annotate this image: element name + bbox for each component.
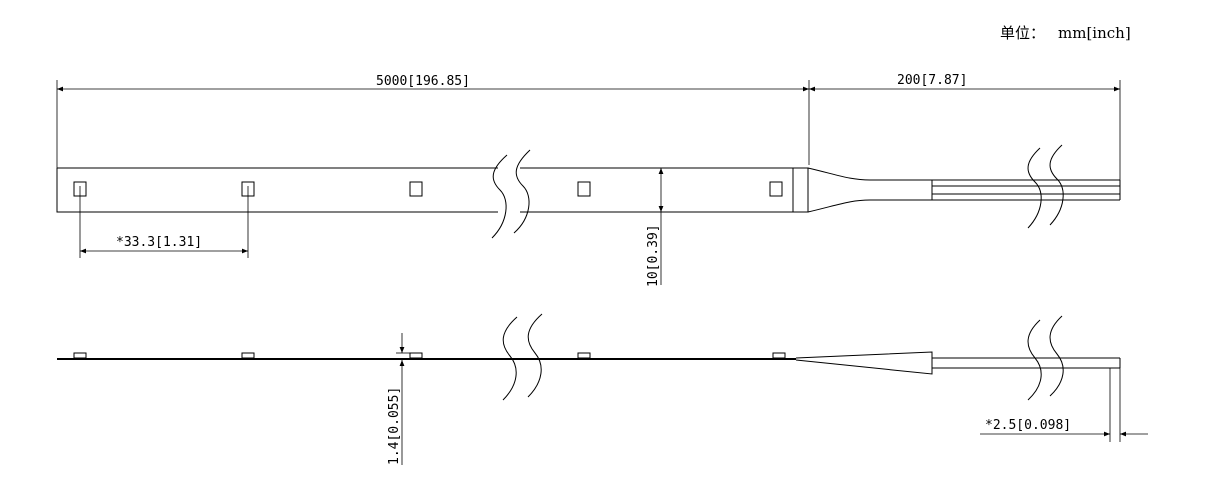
pitch-dimension: *33.3[1.31] <box>79 186 249 258</box>
led-pad <box>577 181 591 197</box>
unit-label-text: 单位： <box>1000 24 1045 42</box>
side-wires <box>932 357 1120 369</box>
side-break-mark-right <box>527 313 543 398</box>
led-side <box>772 352 786 359</box>
length-dim-text: 5000[196.85] <box>376 74 470 89</box>
side-break-mark-left <box>502 316 518 401</box>
wire-break-mark-right <box>1049 144 1064 226</box>
width-dim-text: 10[0.39] <box>646 224 661 287</box>
unit-label: 单位： mm[inch] <box>1000 24 1131 42</box>
break-mark-right <box>513 149 531 234</box>
pitch-dim-text: *33.3[1.31] <box>116 235 202 250</box>
strip-top-left <box>56 167 498 213</box>
wire-gap-dim-text: *2.5[0.098] <box>985 418 1071 433</box>
led-side <box>241 352 255 359</box>
strip-top-right <box>520 167 809 213</box>
side-cable-boot <box>795 351 933 375</box>
unit-label-value: mm[inch] <box>1058 24 1131 42</box>
length-dimension: 5000[196.85] <box>56 74 810 168</box>
side-wire-break-right <box>1049 315 1064 397</box>
wire-gap-dimension: *2.5[0.098] <box>980 368 1148 442</box>
wire-leads <box>932 179 1120 201</box>
wire-break-mark-left <box>1027 147 1042 229</box>
lead-dim-text: 200[7.87] <box>897 73 967 88</box>
led-side <box>73 352 87 359</box>
thickness-dim-text: 1.4[0.055] <box>387 387 402 465</box>
side-view <box>57 313 1121 401</box>
cable-boot <box>807 167 932 213</box>
width-dimension: 10[0.39] <box>646 168 664 287</box>
led-pad <box>769 181 783 197</box>
led-side <box>577 352 591 359</box>
led-side <box>409 352 423 359</box>
lead-length-dimension: 200[7.87] <box>809 73 1121 190</box>
break-mark-left <box>491 154 508 239</box>
top-view <box>56 144 1121 239</box>
side-wire-break-left <box>1027 319 1042 401</box>
led-pad <box>409 181 423 197</box>
thickness-dimension: 1.4[0.055] <box>387 333 412 465</box>
